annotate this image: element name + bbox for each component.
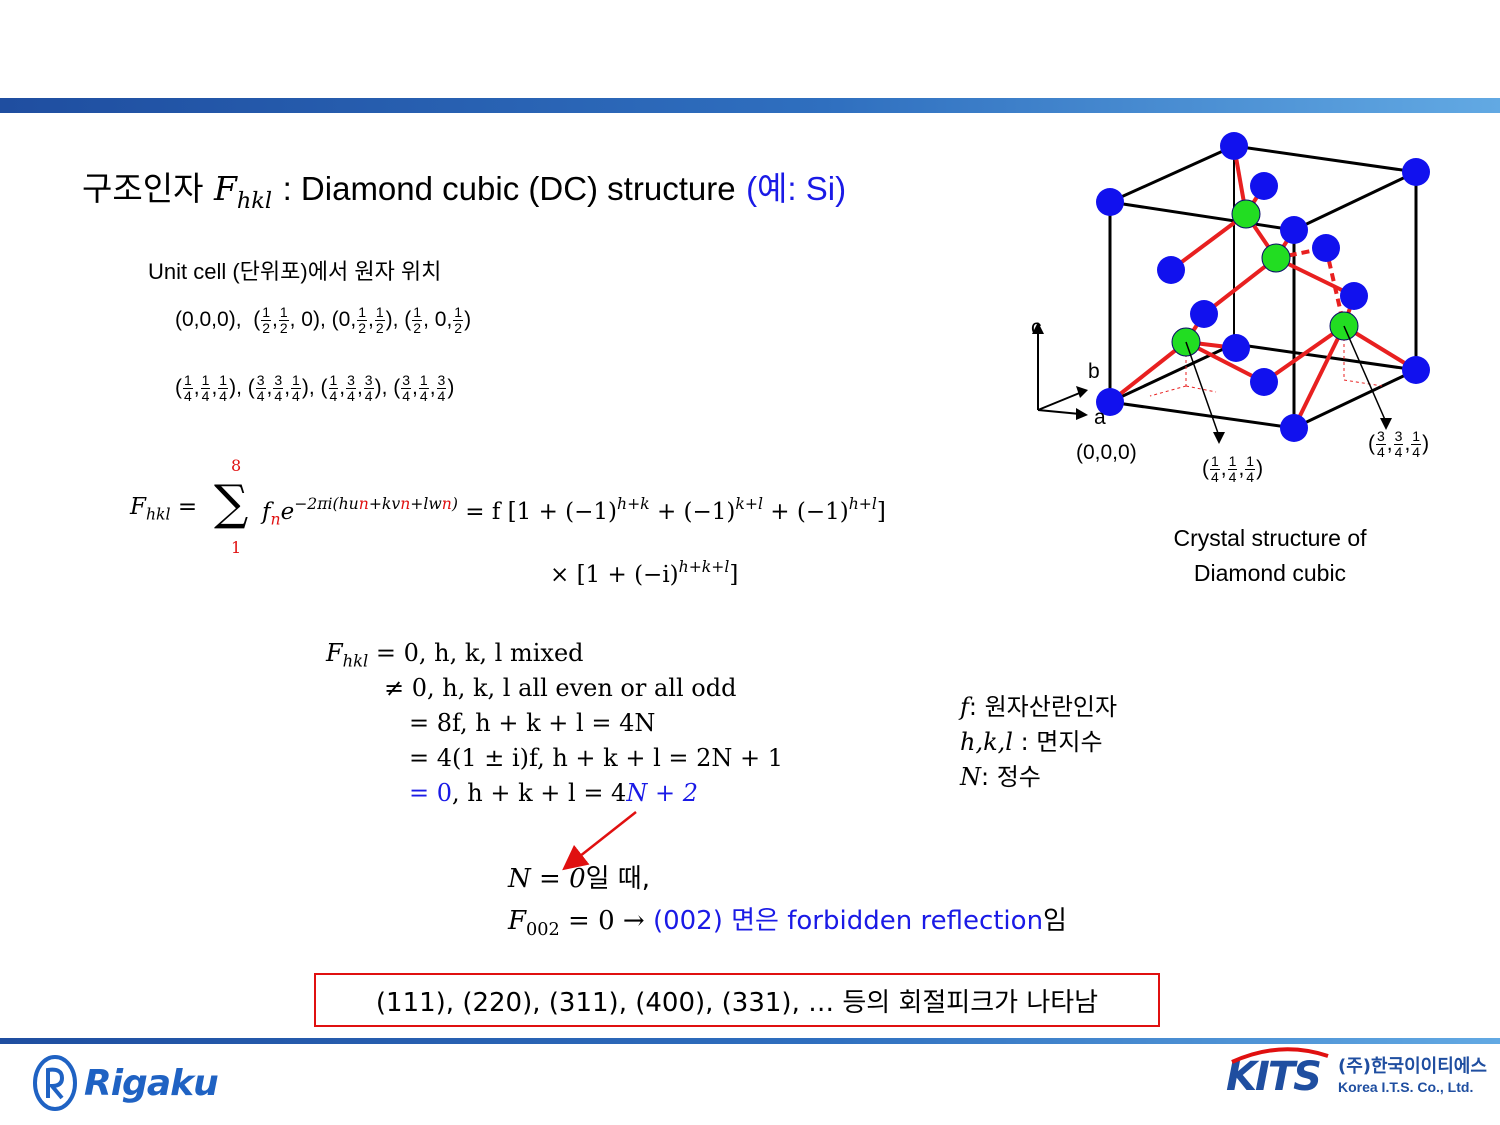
top-band: [0, 98, 1500, 113]
sum-upper-limit: 8: [231, 456, 242, 475]
kits-names: (주)한국이이티에스 Korea I.T.S. Co., Ltd.: [1338, 1057, 1487, 1097]
title-korean: 구조인자: [82, 169, 204, 208]
rigaku-logo: Rigaku: [32, 1054, 219, 1112]
title-text: : Diamond cubic (DC) structure: [282, 170, 736, 207]
sum-lower-limit: 1: [231, 538, 242, 557]
condition-4n-plus-2: = 0, h + k + l = 4N + 2: [409, 779, 698, 807]
axis-c-label: c: [1031, 316, 1042, 339]
example-line-1: N = 0일 때,: [508, 864, 650, 894]
kits-swoosh-icon: [1231, 1047, 1329, 1064]
example-line-2: F002 = 0 → (002) 면은 forbidden reflection…: [508, 906, 1067, 941]
structure-factor-line-2: × [1 + (−i)h+k+l]: [550, 557, 739, 589]
rigaku-wordmark: Rigaku: [84, 1062, 219, 1104]
diffraction-peaks-note: (111), (220), (311), (400), (331), … 등의 …: [314, 973, 1160, 1027]
condition-mixed: Fhkl = 0, h, k, l mixed: [326, 639, 584, 671]
axis-a-label: a: [1094, 406, 1106, 429]
kits-logo: KITS (주)한국이이티에스 Korea I.T.S. Co., Ltd.: [1226, 1047, 1487, 1100]
bottom-band: [0, 1038, 1500, 1044]
kits-mark: KITS: [1226, 1047, 1329, 1100]
origin-label: (0,0,0): [1076, 441, 1137, 464]
unit-cell-label: Unit cell (단위포)에서 원자 위치: [148, 259, 442, 284]
condition-4n: = 8f, h + k + l = 4N: [409, 709, 656, 737]
diamond-cubic-figure: [1032, 132, 1430, 444]
figure-caption: Crystal structure of Diamond cubic: [1173, 525, 1367, 586]
legend: f: 원자산란인자 h,k,l : 면지수 N: 정수: [960, 690, 1117, 795]
legend-f: f: 원자산란인자: [960, 693, 1118, 721]
legend-hkl: h,k,l : 면지수: [960, 728, 1103, 756]
sum-sign: ∑: [214, 475, 249, 531]
axis-b-label: b: [1088, 360, 1100, 383]
title-example: (예: Si): [746, 170, 847, 207]
legend-n: N: 정수: [960, 763, 1041, 791]
structure-factor-sum-body: fne−2πi(hun+kvn+lwn) = f [1 + (−1)h+k + …: [262, 494, 886, 529]
condition-even-odd: ≠ 0, h, k, l all even or all odd: [384, 674, 737, 702]
kits-english-name: Korea I.T.S. Co., Ltd.: [1337, 1079, 1474, 1095]
structure-factor-lhs: Fhkl =: [130, 494, 198, 524]
kits-korean-name: (주)한국이이티에스: [1337, 1056, 1487, 1077]
slide-title: 구조인자 Fhkl : Diamond cubic (DC) structure…: [82, 162, 846, 214]
rigaku-emblem-icon: [33, 1055, 77, 1111]
pointer-arrow: [562, 811, 637, 871]
condition-2n-plus-1: = 4(1 ± i)f, h + k + l = 2N + 1: [409, 744, 784, 772]
title-symbol: Fhkl: [213, 169, 273, 214]
